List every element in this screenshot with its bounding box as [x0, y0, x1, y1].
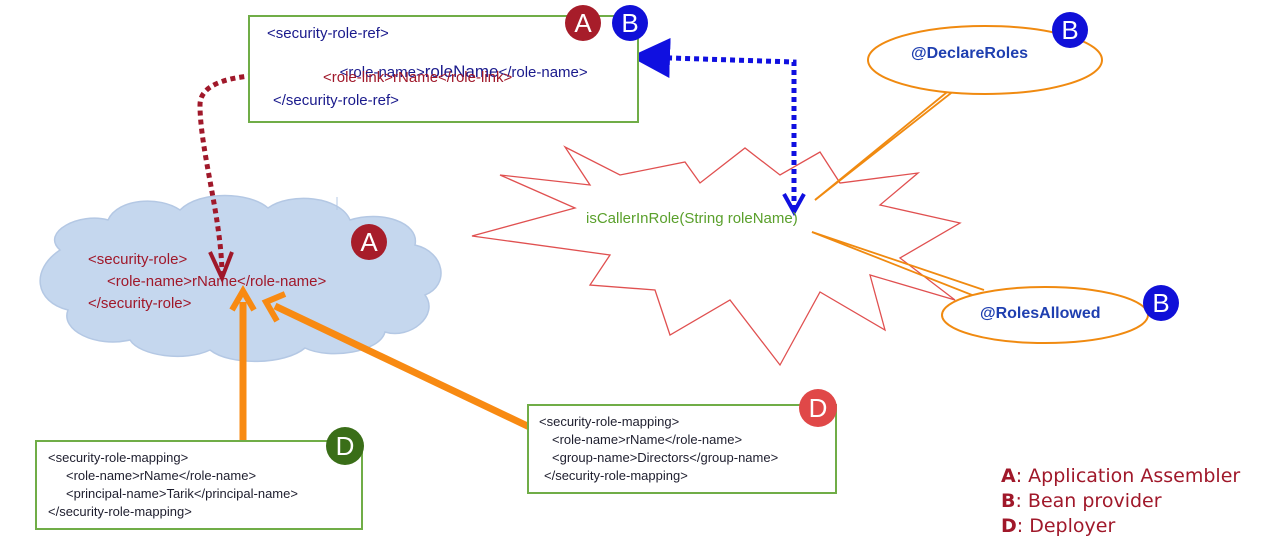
legend-b-key: B [1001, 490, 1016, 512]
cloud-security-role-open: <security-role> [88, 251, 188, 268]
legend-b: B: Bean provider [1001, 490, 1162, 512]
roles-allowed-label: @RolesAllowed [980, 305, 1101, 322]
role-name-value: roleName [424, 62, 499, 81]
role-name-open-tag: <role-name> [339, 64, 425, 81]
mapping-directors-role-name: <role-name>rName</role-name> [552, 432, 743, 447]
declare-roles-label: @DeclareRoles [911, 45, 1028, 62]
badge-a-role-ref: A [565, 5, 601, 41]
legend-a-key: A [1001, 465, 1016, 487]
badge-b-role-ref: B [612, 5, 648, 41]
mapping-tarik-role-name: <role-name>rName</role-name> [66, 468, 257, 483]
badge-b-declare-roles: B [1052, 12, 1088, 48]
cloud-shape [39, 194, 442, 363]
mapping-tarik-close: </security-role-mapping> [48, 504, 192, 519]
role-ref-open-tag: <security-role-ref> [267, 25, 389, 42]
mapping-tarik-open: <security-role-mapping> [48, 450, 189, 465]
legend-a-text: : Application Assembler [1015, 465, 1241, 487]
cloud-role-name-line: <role-name>rName</role-name> [107, 273, 327, 290]
cloud-security-role-close: </security-role> [88, 295, 192, 312]
starburst-shape [471, 145, 962, 367]
mapping-directors-box [527, 404, 837, 494]
role-name-close-tag: </role-name> [498, 64, 588, 81]
blue-dotted-arrowhead-bottom [782, 193, 806, 217]
mapping-tarik-principal-name: <principal-name>Tarik</principal-name> [66, 486, 298, 501]
mapping-directors-close: </security-role-mapping> [544, 468, 688, 483]
mapping-directors-group-name: <group-name>Directors</group-name> [552, 450, 779, 465]
legend-a: A: Application Assembler [1001, 465, 1240, 487]
maroon-dotted-arrowhead-bottom [208, 251, 234, 284]
mapping-tarik-box [35, 440, 363, 530]
legend-d-key: D [1001, 515, 1017, 537]
mapping-directors-open: <security-role-mapping> [539, 414, 680, 429]
role-ref-role-name-line: <role-name>roleName</role-name> [323, 48, 588, 95]
badge-a-cloud: A [351, 224, 387, 260]
legend-b-text: : Bean provider [1015, 490, 1162, 512]
legend-d-text: : Deployer [1016, 515, 1116, 537]
declare-roles-callout [867, 25, 1103, 95]
role-ref-role-link-line: <role-link>rName</role-link> [323, 69, 513, 86]
blue-dotted-arrow [630, 37, 797, 210]
badge-b-roles-allowed: B [1143, 285, 1179, 321]
orange-arrow-diagonal [273, 302, 542, 436]
badge-d-directors: D [799, 389, 837, 427]
legend-d: D: Deployer [1001, 515, 1115, 537]
badge-d-tarik: D [326, 427, 364, 465]
role-ref-close-tag: </security-role-ref> [273, 92, 399, 109]
starburst-label: isCallerInRole(String roleName) [586, 210, 798, 227]
